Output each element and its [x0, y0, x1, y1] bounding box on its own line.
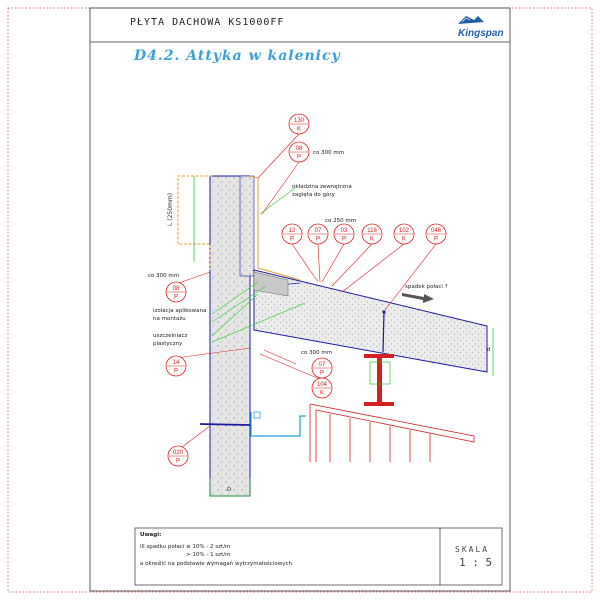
callout-num: 116	[367, 228, 377, 234]
callout: 102 K	[393, 223, 415, 245]
insulation-wedge	[253, 271, 289, 297]
label-spadek: spadek połaci ?	[405, 284, 448, 290]
callout-letter: K	[402, 237, 406, 243]
slope-arrow-icon	[402, 293, 434, 303]
callout-letter: P	[174, 369, 178, 375]
callout: 116 K	[361, 223, 383, 245]
callout: 07 P	[307, 223, 329, 245]
screw-head	[382, 310, 386, 314]
fixing-screw	[382, 311, 385, 353]
gutter-profile	[250, 412, 306, 437]
callout: 03 P	[333, 223, 355, 245]
label-co300-mid: co 300 mm	[301, 350, 333, 356]
scale-value: 1 : 5	[459, 556, 493, 569]
notes-line-1: Ill spadku połaci ≤ 10% - 2 szt/m	[140, 544, 231, 550]
gutter-edge	[253, 411, 261, 419]
kingspan-logo-icon	[458, 16, 484, 24]
flashing-lshape	[177, 175, 212, 270]
beam-dim-box	[369, 361, 391, 385]
callout-letter: K	[320, 391, 324, 397]
callout-letter: P	[342, 237, 346, 243]
callout: 08 P	[288, 141, 310, 163]
label-co250: co 250 mm	[325, 218, 357, 224]
label-dim-D: D	[227, 487, 232, 493]
label-zagieta: zagięta do góry	[292, 192, 335, 198]
label-izolacja: izolacja aplikowana	[153, 308, 207, 314]
label-L250: L (250mm)	[167, 193, 174, 226]
roof-panel	[253, 269, 488, 373]
callout: 046 P	[425, 223, 447, 245]
callout-num: 102	[399, 228, 410, 234]
callout-num: 020	[173, 450, 184, 456]
callout-letter: K	[297, 127, 301, 133]
notes-line-3: a określić na podstawie wymagań wytrzyma…	[140, 561, 292, 567]
callout: 14 P	[165, 355, 187, 377]
page-title: D4.2. Attyka w kalenicy	[134, 48, 341, 64]
callout-letter: K	[370, 237, 374, 243]
label-co300-left: co 300 mm	[148, 273, 180, 279]
callout: 104 K	[311, 377, 333, 399]
product-name: PŁYTA DACHOWA KS1000FF	[130, 17, 285, 28]
red-leaders	[175, 133, 437, 451]
flashing-outer	[249, 175, 301, 281]
label-na-montazu: na montażu	[153, 316, 186, 322]
callout-num: 07	[315, 228, 322, 234]
callout: 08 P	[165, 281, 187, 303]
label-okladzina: okładzina zewnętrzna	[292, 184, 352, 190]
callout-num: 03	[341, 228, 348, 234]
callout-num: 07	[319, 362, 326, 368]
lower-roof-truss	[309, 403, 475, 462]
anchor-bolt	[199, 423, 251, 426]
steel-ibeam	[364, 354, 394, 406]
callout-num: 12	[289, 228, 296, 234]
label-co300-top: co 300 mm	[313, 150, 345, 156]
callout-num: 130	[294, 118, 305, 124]
callout: 020 P	[167, 445, 189, 467]
callout: 07 P	[311, 357, 333, 379]
label-dim-d: d	[487, 347, 491, 353]
label-plastyczny: plastyczny	[153, 341, 183, 347]
green-leaders	[211, 187, 306, 343]
callout-letter: P	[176, 459, 180, 465]
callout-letter: P	[297, 155, 301, 161]
brand-logo-text: Kingspan	[458, 28, 504, 39]
sheet-frame	[89, 7, 511, 592]
notes-title: Uwagi:	[140, 532, 162, 538]
notes-line-2: > 10% - 1 szt/m	[186, 552, 231, 558]
label-uszczelniacz: uszczelniacz	[153, 333, 188, 339]
callout-num: 08	[173, 286, 180, 292]
callout-letter: P	[434, 237, 438, 243]
callout-letter: P	[174, 295, 178, 301]
callout-num: 046	[431, 228, 442, 234]
callout: 130 K	[288, 113, 310, 135]
callout-letter: P	[290, 237, 294, 243]
callout-num: 104	[317, 382, 328, 388]
scale-label: SKALA	[455, 545, 490, 554]
notes-frame	[134, 527, 503, 586]
callout-letter: P	[316, 237, 320, 243]
callout-letter: P	[320, 371, 324, 377]
callout-num: 14	[173, 360, 180, 366]
wall-rebate	[239, 175, 255, 277]
callout-num: 08	[296, 146, 303, 152]
callout: 12 P	[281, 223, 303, 245]
